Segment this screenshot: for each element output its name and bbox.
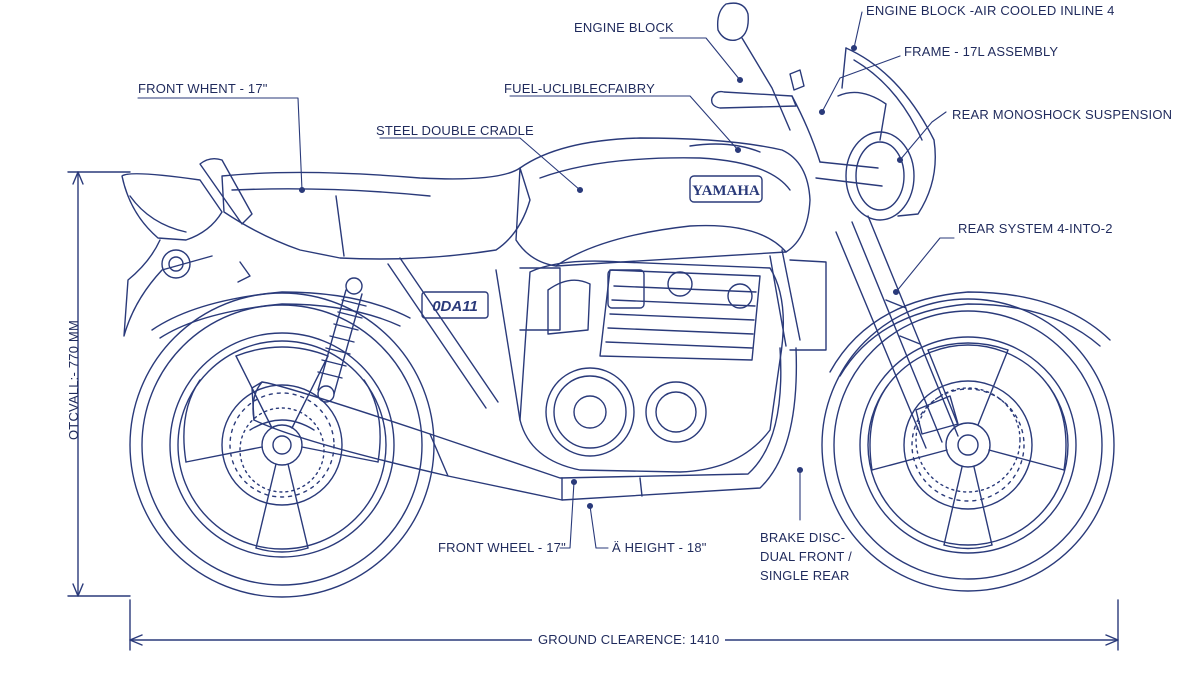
engine-block-air-cooled-label: ENGINE BLOCK -AIR COOLED INLINE 4 bbox=[866, 3, 1115, 18]
rear-monoshock-label: REAR MONOSHOCK SUSPENSION bbox=[952, 107, 1173, 122]
fuel-tank bbox=[515, 137, 811, 267]
fuel-tank-label: FUEL-UCLIBLECFAIBRY bbox=[504, 81, 655, 96]
front-fork bbox=[815, 161, 959, 449]
brake-disc-label: BRAKE DISC- DUAL FRONT / SINGLE REAR bbox=[760, 530, 852, 583]
front-brake-disc bbox=[915, 387, 1021, 493]
frame bbox=[387, 249, 801, 421]
frame-assembly-label: FRAME - 17L ASSEMBLY bbox=[904, 44, 1059, 59]
front-whent-label: FRONT WHENT - 17" bbox=[138, 81, 268, 96]
exhaust bbox=[251, 347, 798, 501]
front-fender bbox=[829, 291, 1111, 377]
overall-height-label: OTCVALL:- 770 MM bbox=[66, 320, 81, 440]
front-wheel bbox=[821, 298, 1115, 592]
seat bbox=[199, 157, 531, 260]
rear-fender bbox=[151, 291, 411, 339]
tail-section bbox=[121, 173, 251, 337]
tank-logo: YAMAHA bbox=[692, 183, 760, 199]
ground-clearance-label: GROUND CLEARENCE: 1410 bbox=[532, 632, 726, 648]
side-cover-badge: 0DA11 bbox=[432, 298, 478, 315]
leader-lines bbox=[137, 11, 955, 549]
rear-brake-disc bbox=[239, 407, 325, 493]
height-label: Ä HEIGHT - 18" bbox=[612, 540, 707, 555]
engine bbox=[519, 259, 827, 473]
rear-wheel bbox=[129, 292, 435, 598]
engine-block-label: ENGINE BLOCK bbox=[574, 20, 674, 35]
headlight-cowl bbox=[837, 47, 936, 221]
mirror-handlebar bbox=[710, 2, 821, 163]
rear-shock bbox=[317, 277, 367, 403]
steel-double-cradle-label: STEEL DOUBLE CRADLE bbox=[376, 123, 534, 138]
rear-system-label: REAR SYSTEM 4-INTO-2 bbox=[958, 221, 1113, 236]
front-wheel-label: FRONT WHEEL - 17" bbox=[438, 540, 566, 555]
